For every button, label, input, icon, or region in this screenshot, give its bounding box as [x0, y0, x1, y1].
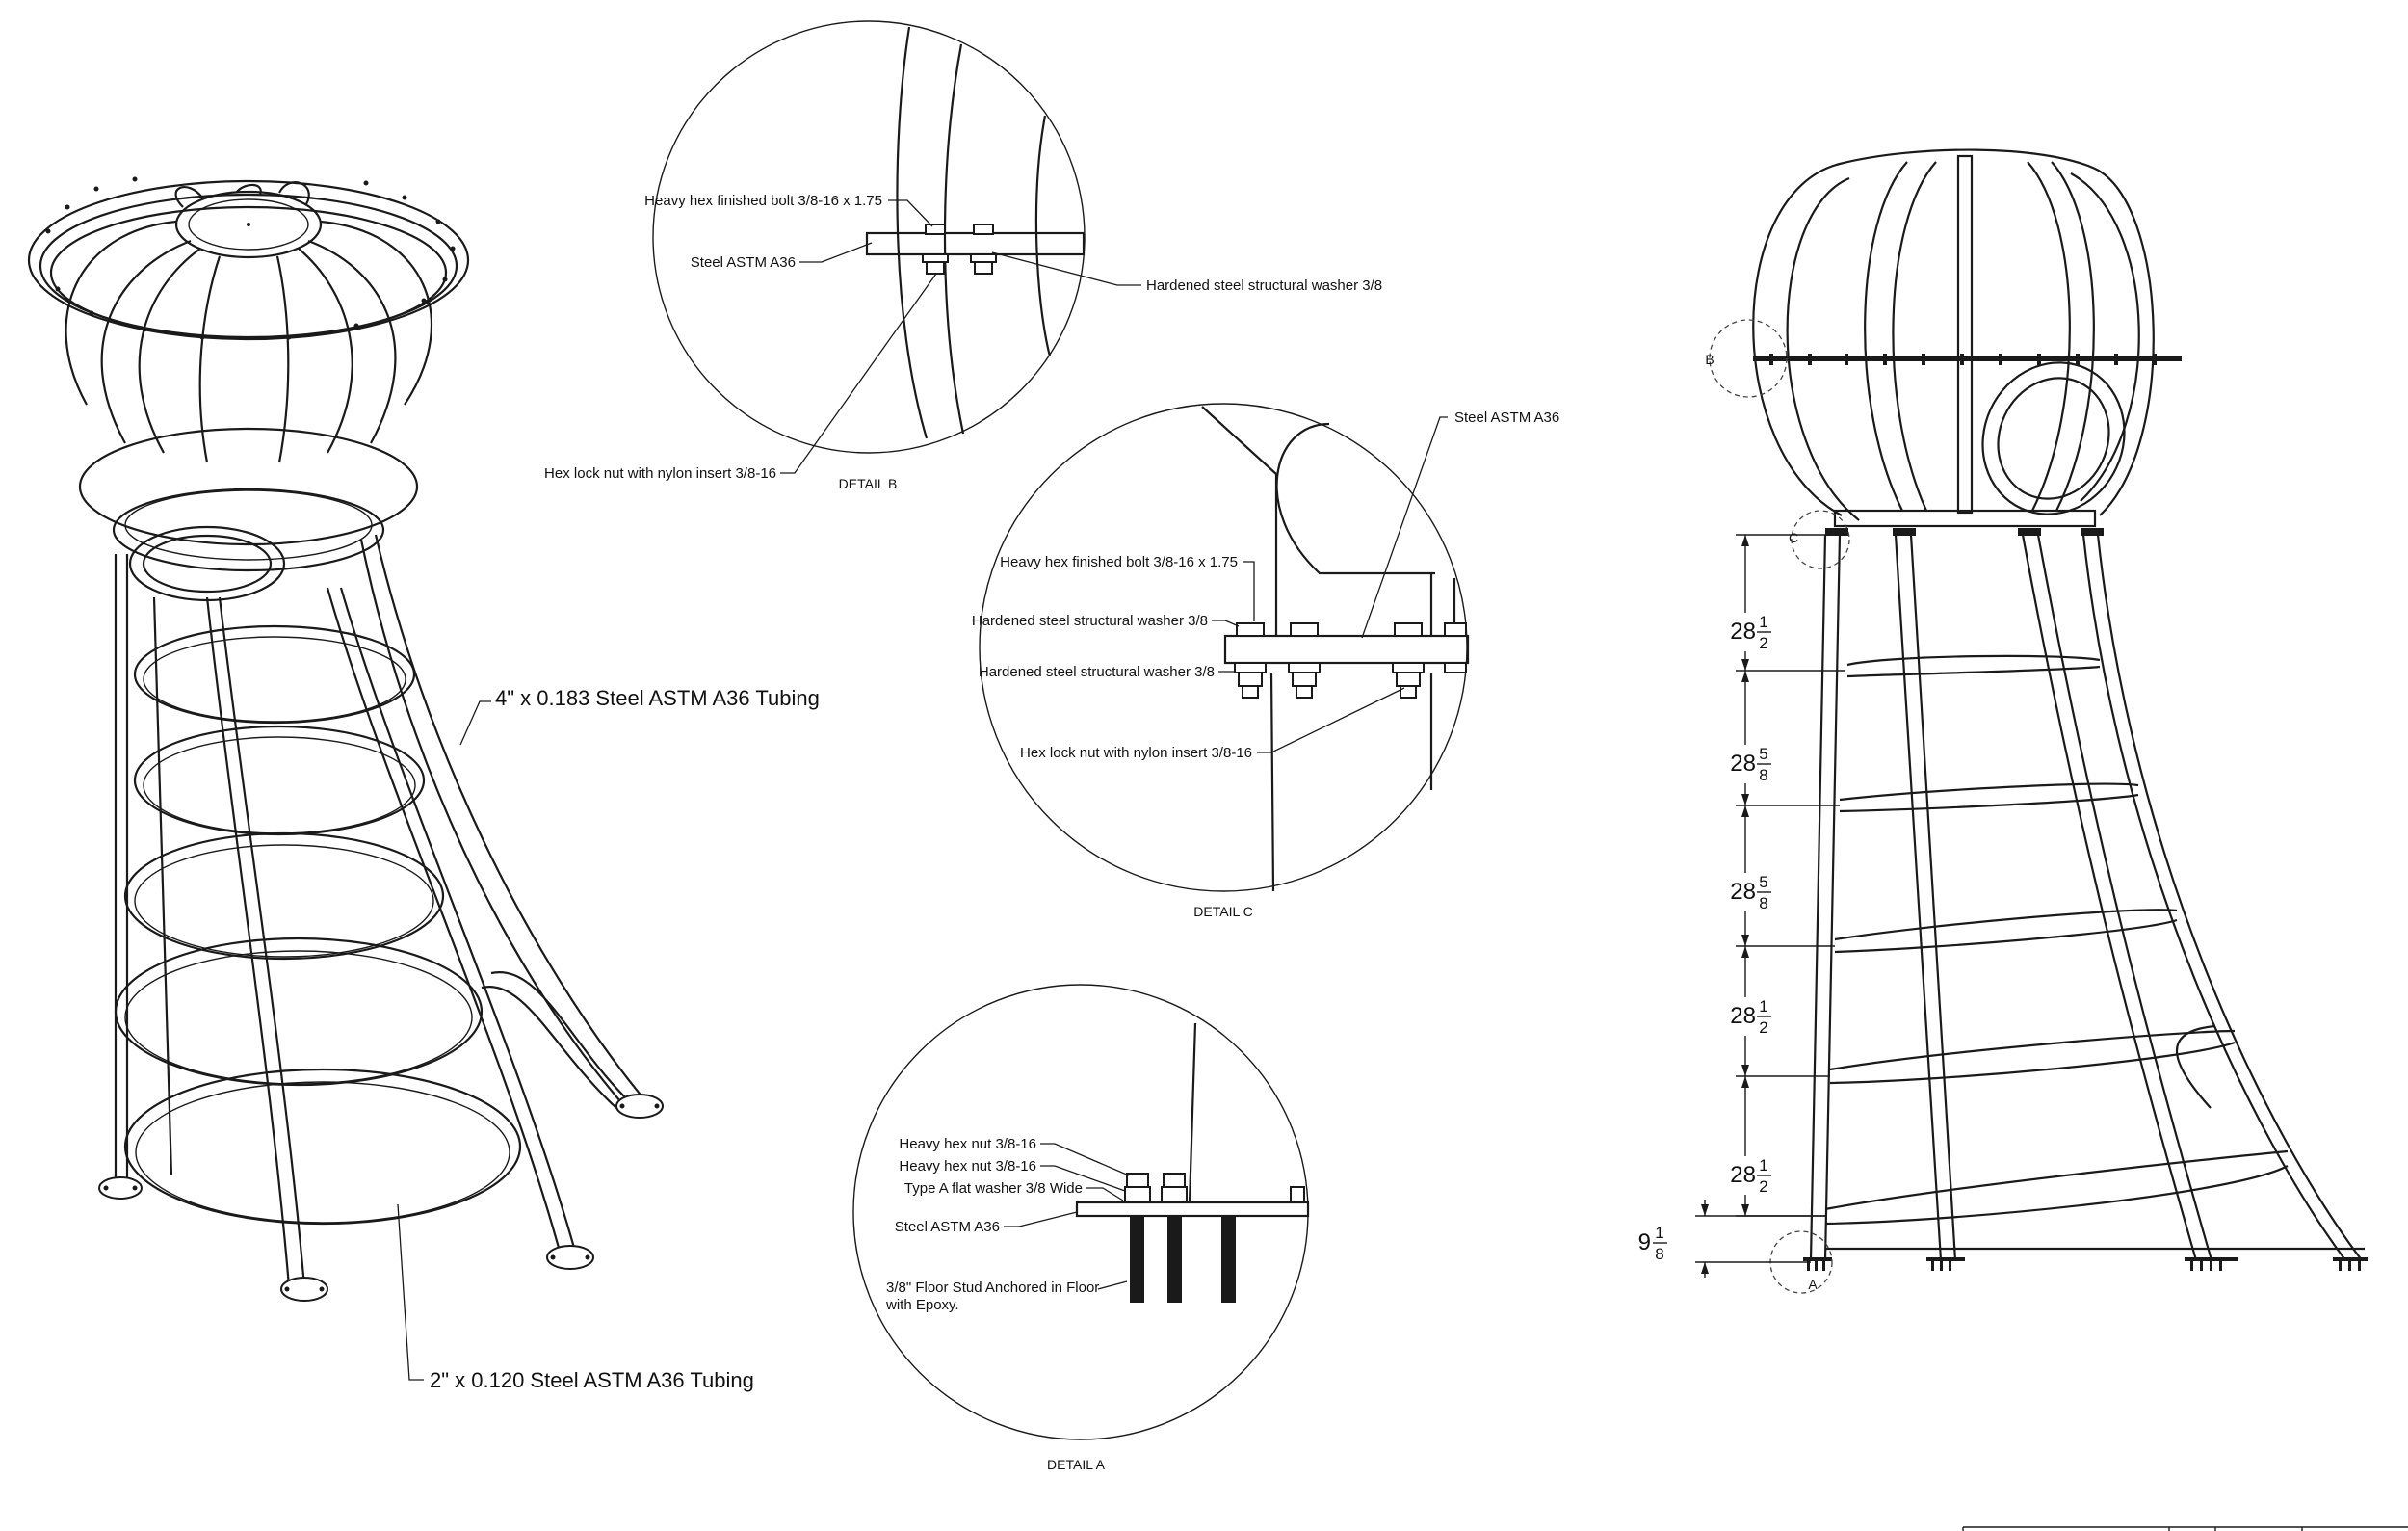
detail-c-washer-top-label: Hardened steel structural washer 3/8 [972, 613, 1208, 629]
dimension-5-den: 2 [1759, 1177, 1767, 1196]
detail-c: Steel ASTM A36 Heavy hex finished bolt 3… [972, 403, 1559, 919]
dimension-1: 28 1 2 [1726, 613, 1771, 652]
detail-c-locknut-label: Hex lock nut with nylon insert 3/8-16 [1020, 745, 1252, 761]
dimension-4-den: 2 [1759, 1018, 1767, 1037]
detail-c-caption: DETAIL C [1193, 904, 1252, 919]
dimension-2-whole: 28 [1730, 751, 1756, 777]
detail-b: Heavy hex finished bolt 3/8-16 x 1.75 St… [544, 20, 1382, 491]
dimension-2: 28 5 8 [1726, 745, 1771, 784]
dimension-1-den: 2 [1759, 634, 1767, 652]
elevation-view: B C A 28 1 2 [1634, 148, 2368, 1294]
detail-a-stud-label: 3/8" Floor Stud Anchored in Floor with E… [885, 1280, 1103, 1313]
detail-b-plate-label: Steel ASTM A36 [691, 254, 796, 271]
dimension-4-whole: 28 [1730, 1003, 1756, 1029]
dimension-6: 9 1 8 [1634, 1224, 1674, 1263]
detail-a-nut1-label: Heavy hex nut 3/8-16 [899, 1136, 1036, 1152]
dimension-1-num: 1 [1759, 613, 1767, 631]
detail-a-caption: DETAIL A [1047, 1457, 1106, 1472]
detail-a: Heavy hex nut 3/8-16 Heavy hex nut 3/8-1… [852, 984, 1310, 1472]
detail-a-plate-label: Steel ASTM A36 [895, 1219, 1000, 1235]
detail-marker-c: C [1789, 530, 1798, 545]
dimension-4: 28 1 2 [1726, 997, 1771, 1037]
dimension-1-whole: 28 [1730, 619, 1756, 645]
dimension-6-num: 1 [1655, 1224, 1663, 1242]
detail-b-locknut-label: Hex lock nut with nylon insert 3/8-16 [544, 465, 776, 482]
dimension-6-den: 8 [1655, 1245, 1663, 1263]
detail-a-washer-label: Type A flat washer 3/8 Wide [904, 1180, 1083, 1197]
detail-a-nut2-label: Heavy hex nut 3/8-16 [899, 1158, 1036, 1175]
tube-large-callout: 4" x 0.183 Steel ASTM A36 Tubing [495, 686, 820, 710]
detail-a-stud-line2: with Epoxy. [885, 1297, 959, 1313]
detail-b-bolt-label: Heavy hex finished bolt 3/8-16 x 1.75 [644, 193, 882, 209]
detail-c-washer-bottom-label: Hardened steel structural washer 3/8 [979, 664, 1215, 680]
dimension-5-num: 1 [1759, 1156, 1767, 1175]
detail-b-caption: DETAIL B [839, 476, 898, 491]
dimension-3: 28 5 8 [1726, 873, 1771, 912]
title-block-edge [1962, 1526, 2408, 1531]
isometric-view: 4" x 0.183 Steel ASTM A36 Tubing 2" x 0.… [27, 176, 820, 1392]
dimension-3-num: 5 [1759, 873, 1767, 891]
detail-c-bolt-label: Heavy hex finished bolt 3/8-16 x 1.75 [1000, 554, 1238, 570]
detail-a-stud-line1: 3/8" Floor Stud Anchored in Floor [886, 1280, 1099, 1296]
detail-c-plate-label: Steel ASTM A36 [1454, 409, 1559, 426]
dimension-3-den: 8 [1759, 894, 1767, 912]
dimension-2-den: 8 [1759, 766, 1767, 784]
detail-b-washer-label: Hardened steel structural washer 3/8 [1146, 277, 1382, 294]
dimension-3-whole: 28 [1730, 879, 1756, 905]
dimension-4-num: 1 [1759, 997, 1767, 1016]
tube-small-callout: 2" x 0.120 Steel ASTM A36 Tubing [430, 1368, 754, 1392]
detail-marker-a: A [1808, 1277, 1818, 1292]
detail-marker-b: B [1705, 352, 1714, 367]
dimension-2-num: 5 [1759, 745, 1767, 763]
dimension-6-whole: 9 [1638, 1229, 1651, 1255]
dimension-5-whole: 28 [1730, 1162, 1756, 1188]
dimension-5: 28 1 2 [1726, 1156, 1771, 1196]
